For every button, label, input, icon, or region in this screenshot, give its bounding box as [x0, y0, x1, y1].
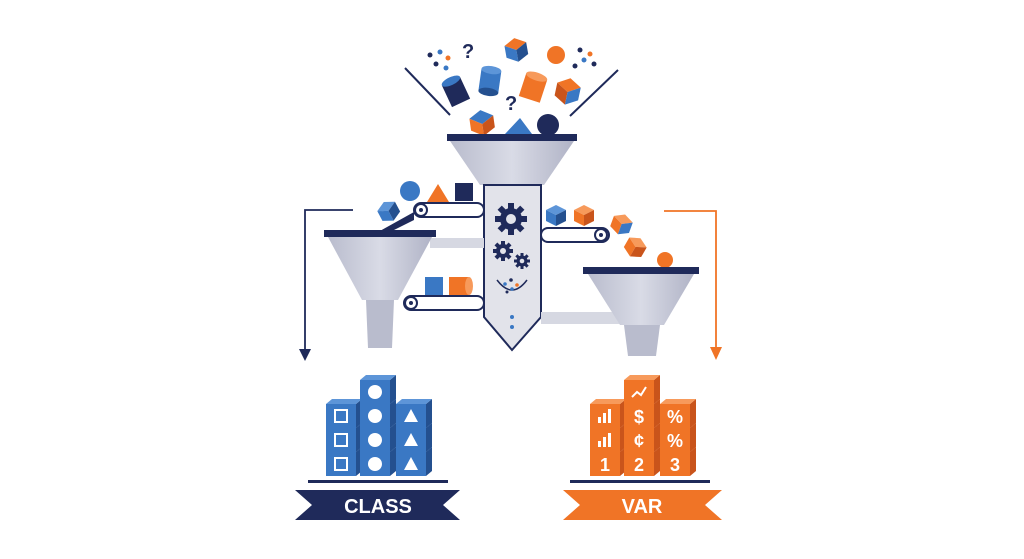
class-block-stack — [308, 375, 448, 483]
triangle-icon — [505, 118, 532, 134]
square-icon — [334, 433, 348, 447]
cube-icon — [554, 78, 581, 105]
main-funnel — [447, 134, 577, 185]
main-funnel-rim — [447, 134, 577, 141]
var-glyph: $ — [634, 407, 644, 427]
particles — [496, 278, 528, 329]
flow-arrow-left — [304, 209, 353, 352]
cube-icon — [610, 214, 633, 235]
bar-chart-icon — [598, 409, 611, 423]
cube-icon — [504, 38, 529, 62]
sphere-icon — [657, 252, 673, 268]
arrow-down-icon — [710, 347, 722, 360]
line-chart-icon — [631, 386, 647, 398]
class-banner: CLASS — [295, 490, 460, 520]
var-glyph: 2 — [634, 455, 644, 475]
cube-icon — [455, 183, 473, 201]
triangle-icon — [404, 433, 418, 446]
triangle-icon — [404, 409, 418, 422]
class-block — [360, 375, 396, 404]
cube-icon — [574, 205, 594, 226]
question-mark-top: ? — [462, 41, 474, 63]
cylinder-icon — [449, 277, 473, 295]
class-shelf — [308, 480, 448, 483]
sphere-icon — [537, 114, 559, 136]
var-block — [624, 375, 660, 404]
flow-arrow-right — [664, 210, 717, 350]
spray-line-right — [569, 69, 619, 117]
triangle-icon — [427, 184, 449, 202]
conveyor-right-upper — [540, 205, 673, 268]
cube-icon — [425, 277, 443, 295]
incoming-data-objects: ? ? — [404, 38, 619, 136]
square-icon — [334, 457, 348, 471]
var-glyph: 1 — [600, 455, 610, 475]
class-block — [396, 399, 432, 428]
cylinder-icon — [441, 75, 471, 108]
gear-icon — [514, 253, 530, 269]
cube-icon — [546, 205, 566, 226]
gear-icon — [493, 241, 513, 261]
question-mark-middle: ? — [505, 93, 517, 115]
pipe-left — [430, 238, 484, 248]
triangle-icon — [404, 457, 418, 470]
class-label: CLASS — [344, 496, 412, 518]
circle-icon — [368, 385, 382, 399]
cylinder-icon — [478, 65, 502, 97]
var-label: VAR — [622, 496, 663, 518]
spray-line-left — [404, 67, 451, 116]
sorter-body — [483, 184, 542, 352]
var-glyph: % — [667, 431, 683, 451]
cube-icon — [469, 110, 495, 136]
bar-chart-icon — [598, 433, 611, 447]
var-banner: VAR — [563, 490, 722, 520]
square-icon — [334, 409, 348, 423]
right-funnel — [583, 267, 699, 356]
cylinder-icon — [518, 71, 548, 103]
arrow-down-icon — [299, 349, 311, 361]
var-shelf — [570, 480, 710, 483]
cube-icon — [377, 201, 401, 221]
var-block-stack: 1 2 ¢ $3%% — [570, 375, 710, 483]
conveyor-left-upper — [377, 181, 485, 238]
var-glyph: 3 — [670, 455, 680, 475]
circle-icon — [368, 409, 382, 423]
var-glyph: ¢ — [634, 431, 644, 451]
circle-icon — [368, 433, 382, 447]
sorter-machine — [483, 184, 542, 352]
dots-cluster-right — [572, 47, 597, 69]
circle-icon — [368, 457, 382, 471]
sphere-icon — [547, 46, 565, 64]
left-funnel — [324, 230, 436, 348]
sphere-icon — [400, 181, 420, 201]
dots-cluster-left — [427, 49, 451, 71]
var-block: 2 — [624, 447, 660, 476]
conveyor-left-lower — [403, 277, 485, 311]
var-block — [590, 399, 626, 428]
var-glyph: % — [667, 407, 683, 427]
gear-icon — [495, 203, 527, 235]
pipe-right — [541, 312, 621, 324]
var-block: 3 — [660, 447, 696, 476]
class-block — [326, 399, 362, 428]
var-block: % — [660, 399, 696, 428]
cube-icon — [623, 237, 647, 258]
